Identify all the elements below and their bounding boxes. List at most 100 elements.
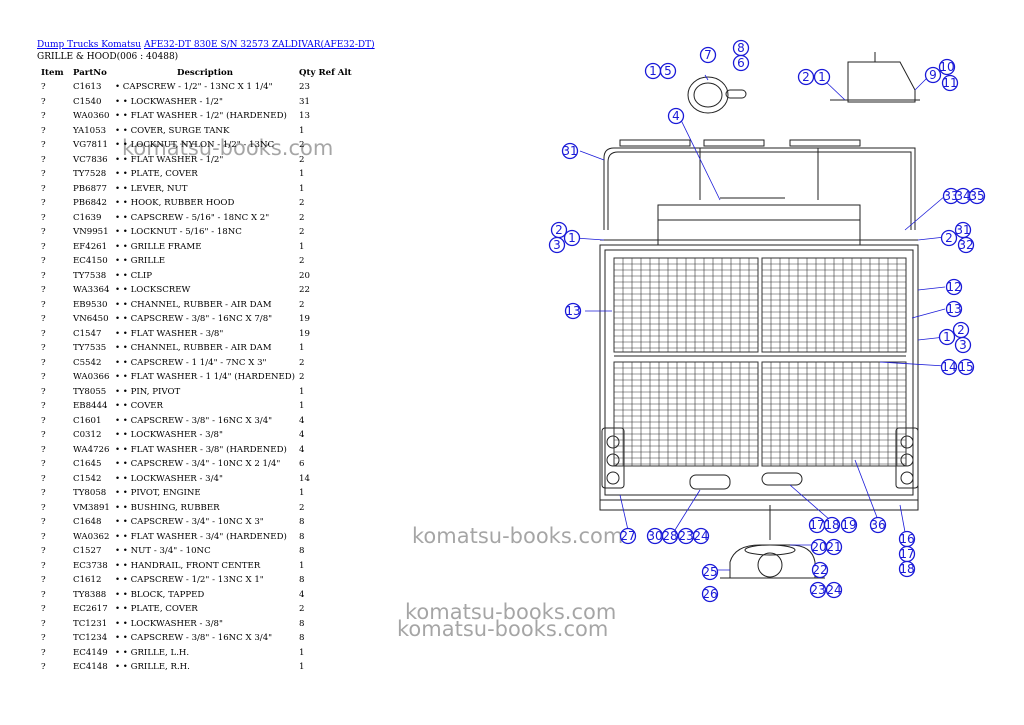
cell-item: ? bbox=[41, 343, 46, 354]
callout-balloon: 6 bbox=[732, 54, 750, 72]
table-row: ?C1639• • CAPSCREW - 5/16" - 18NC X 2"2 bbox=[35, 211, 354, 226]
cell-description: • • GRILLE bbox=[115, 256, 166, 267]
breadcrumb: Dump Trucks Komatsu AFE32-DT 830E S/N 32… bbox=[37, 40, 375, 50]
callout-number: 30 bbox=[647, 529, 662, 543]
cell-partno: C1542 bbox=[73, 473, 102, 484]
table-row: ?C1547• • FLAT WASHER - 3/8"19 bbox=[35, 327, 354, 342]
cell-item: ? bbox=[41, 662, 46, 673]
col-partno-header: PartNo bbox=[73, 68, 107, 78]
callout-circle bbox=[661, 527, 679, 545]
callout-balloon: 22 bbox=[811, 561, 829, 579]
callout-number: 1 bbox=[568, 231, 576, 245]
cell-qty: 1 bbox=[299, 125, 305, 136]
callout-balloon: 36 bbox=[869, 516, 887, 534]
cell-description: • • LOCKSCREW bbox=[115, 285, 191, 296]
breadcrumb-link-model[interactable]: AFE32-DT 830E S/N 32573 ZALDIVAR(AFE32-D… bbox=[143, 40, 375, 50]
callout-balloon: 4 bbox=[667, 107, 685, 125]
callout-balloon: 26 bbox=[701, 585, 719, 603]
cell-partno: C1540 bbox=[73, 96, 102, 107]
cell-qty: 1 bbox=[299, 401, 305, 412]
callout-circle bbox=[968, 187, 986, 205]
callout-circle bbox=[797, 68, 815, 86]
callout-circle bbox=[840, 516, 858, 534]
cell-description: • • CAPSCREW - 1 1/4" - 7NC X 3" bbox=[115, 357, 267, 368]
callout-number: 25 bbox=[702, 565, 717, 579]
callout-number: 18 bbox=[824, 518, 839, 532]
cell-qty: 1 bbox=[299, 241, 305, 252]
cell-qty: 22 bbox=[299, 285, 310, 296]
cell-item: ? bbox=[41, 227, 46, 238]
cell-description: • • FLAT WASHER - 1/2" (HARDENED) bbox=[115, 111, 287, 122]
table-row: ?TC1234• • CAPSCREW - 3/8" - 16NC X 3/4"… bbox=[35, 631, 354, 646]
cell-partno: EC3738 bbox=[73, 560, 108, 571]
cell-item: ? bbox=[41, 459, 46, 470]
callout-circle bbox=[701, 585, 719, 603]
cell-description: • • GRILLE FRAME bbox=[115, 241, 202, 252]
cell-qty: 6 bbox=[299, 459, 305, 470]
callout-number: 35 bbox=[969, 189, 984, 203]
callout-balloon: 3 bbox=[548, 236, 566, 254]
cell-description: • • CHANNEL, RUBBER - AIR DAM bbox=[115, 343, 272, 354]
callout-circle bbox=[659, 62, 677, 80]
cell-partno: TY8388 bbox=[73, 589, 107, 600]
breadcrumb-link-category[interactable]: Dump Trucks Komatsu bbox=[37, 40, 142, 50]
cell-item: ? bbox=[41, 430, 46, 441]
watermark: komatsu-books.com bbox=[397, 617, 609, 641]
callout-circle bbox=[940, 229, 958, 247]
cell-item: ? bbox=[41, 502, 46, 513]
callout-number: 21 bbox=[826, 540, 841, 554]
callout-circle bbox=[667, 107, 685, 125]
cell-qty: 2 bbox=[299, 256, 305, 267]
cell-qty: 13 bbox=[299, 111, 310, 122]
cell-qty: 2 bbox=[299, 604, 305, 615]
cell-item: ? bbox=[41, 82, 46, 93]
table-row: ?C1648• • CAPSCREW - 3/4" - 10NC X 3"8 bbox=[35, 515, 354, 530]
table-row: ?C1612• • CAPSCREW - 1/2" - 13NC X 1"8 bbox=[35, 573, 354, 588]
callout-balloon: 13 bbox=[564, 302, 582, 320]
callout-circle bbox=[619, 527, 637, 545]
callout-number: 5 bbox=[664, 64, 672, 78]
callout-number: 34 bbox=[955, 189, 970, 203]
table-row: ?C0312• • LOCKWASHER - 3/8"4 bbox=[35, 428, 354, 443]
cell-description: • • FLAT WASHER - 1 1/4" (HARDENED) bbox=[115, 372, 296, 383]
callout-circle bbox=[938, 328, 956, 346]
cell-description: • • BUSHING, RUBBER bbox=[115, 502, 220, 513]
cell-item: ? bbox=[41, 270, 46, 281]
callout-number: 1 bbox=[818, 70, 826, 84]
grille-assembly-drawing bbox=[599, 52, 920, 579]
cell-description: • • PIN, PIVOT bbox=[115, 386, 181, 397]
table-row: ?WA4726• • FLAT WASHER - 3/8" (HARDENED)… bbox=[35, 443, 354, 458]
cell-qty: 8 bbox=[299, 517, 305, 528]
callout-balloon: 23 bbox=[809, 581, 827, 599]
cell-partno: EC4148 bbox=[73, 662, 108, 673]
callout-number: 13 bbox=[565, 304, 580, 318]
callout-balloon: 7 bbox=[699, 46, 717, 64]
callout-number: 26 bbox=[702, 587, 717, 601]
cell-qty: 8 bbox=[299, 531, 305, 542]
cell-partno: C1601 bbox=[73, 415, 102, 426]
callout-number: 17 bbox=[809, 518, 824, 532]
table-row: ?VC7836• • FLAT WASHER - 1/2"2 bbox=[35, 153, 354, 168]
cell-partno: TY8055 bbox=[73, 386, 107, 397]
cell-partno: PB6877 bbox=[73, 183, 107, 194]
cell-item: ? bbox=[41, 531, 46, 542]
callout-number: 2 bbox=[555, 223, 563, 237]
cell-description: • • FLAT WASHER - 3/8" (HARDENED) bbox=[115, 444, 287, 455]
cell-qty: 1 bbox=[299, 343, 305, 354]
cell-item: ? bbox=[41, 589, 46, 600]
cell-qty: 19 bbox=[299, 328, 310, 339]
cell-description: • • GRILLE, R.H. bbox=[115, 662, 190, 673]
callout-number: 11 bbox=[942, 76, 957, 90]
cell-qty: 2 bbox=[299, 357, 305, 368]
col-qty-header: Qty Ref Alt bbox=[299, 68, 352, 78]
callout-number: 3 bbox=[959, 338, 967, 352]
cell-partno: EF4261 bbox=[73, 241, 108, 252]
cell-description: • • CHANNEL, RUBBER - AIR DAM bbox=[115, 299, 272, 310]
cell-description: • • FLAT WASHER - 1/2" bbox=[115, 154, 224, 165]
cell-item: ? bbox=[41, 125, 46, 136]
